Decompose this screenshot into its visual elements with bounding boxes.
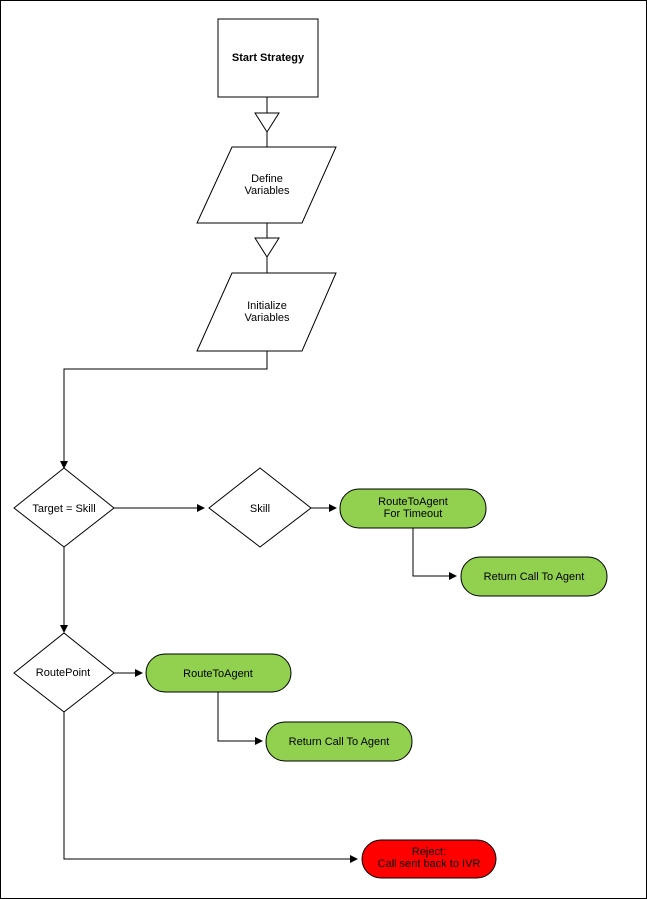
initialize-variables-line-2: Variables <box>244 312 290 324</box>
return-call-to-agent-label-2: Return Call To Agent <box>289 736 390 748</box>
routepoint-decision: RoutePoint <box>13 632 115 713</box>
return-call-to-agent-label-1: Return Call To Agent <box>484 571 585 583</box>
connector-routetoagent-to-return <box>412 528 457 580</box>
connectors <box>60 97 457 863</box>
route-to-agent-timeout-line-2: For Timeout <box>384 508 443 520</box>
start-strategy-label: Start Strategy <box>232 52 305 64</box>
merge-triangle-2 <box>254 237 280 258</box>
define-variables-line-2: Variables <box>244 185 290 197</box>
define-variables-node: Define Variables <box>196 146 337 224</box>
return-call-to-agent-node-2: Return Call To Agent <box>265 721 413 762</box>
route-to-agent-timeout-line-1: RouteToAgent <box>378 496 448 508</box>
skill-decision: Skill <box>208 467 312 548</box>
route-to-agent-timeout-node: RouteToAgent For Timeout <box>339 488 487 529</box>
reject-node: Reject: Call sent back to IVR <box>361 839 497 879</box>
routepoint-label: RoutePoint <box>36 667 90 679</box>
return-call-to-agent-node-1: Return Call To Agent <box>460 556 608 597</box>
reject-line-2: Call sent back to IVR <box>378 858 481 870</box>
initialize-variables-line-1: Initialize <box>247 300 287 312</box>
connector-routetoagent-to-return-2 <box>217 692 263 745</box>
define-variables-line-1: Define <box>251 173 283 185</box>
target-skill-decision: Target = Skill <box>13 467 115 548</box>
connector-init-to-target <box>60 351 268 469</box>
target-skill-label: Target = Skill <box>32 503 95 515</box>
reject-line-1: Reject: <box>412 846 446 858</box>
skill-label: Skill <box>250 503 270 515</box>
route-to-agent-label: RouteToAgent <box>183 668 253 680</box>
merge-triangle-1 <box>254 112 280 133</box>
start-strategy-node: Start Strategy <box>217 18 319 98</box>
route-to-agent-node: RouteToAgent <box>145 653 292 693</box>
connector-routepoint-to-reject <box>63 712 358 863</box>
initialize-variables-node: Initialize Variables <box>196 272 337 352</box>
